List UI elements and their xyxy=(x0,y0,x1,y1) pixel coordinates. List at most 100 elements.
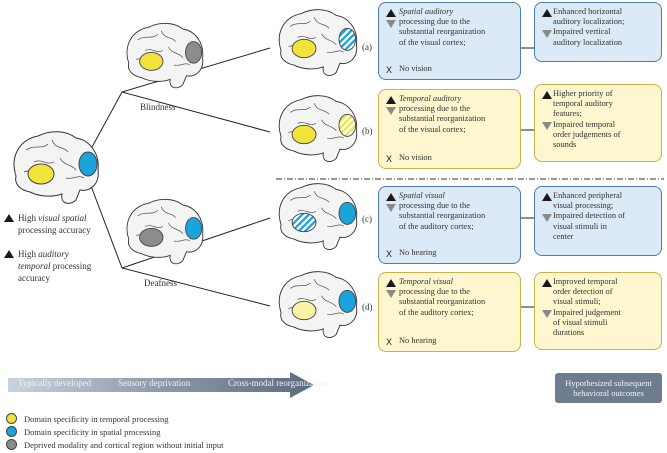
outcome-line: Higher priority of xyxy=(553,89,613,98)
brain-baseline xyxy=(13,131,99,204)
outcome-box-d: Improved temporal order detection of vis… xyxy=(534,272,662,350)
mechanism-line: substantial reorganization xyxy=(399,297,486,307)
triangle-up-icon xyxy=(542,91,552,99)
mechanism-line: of the visual cortex; xyxy=(399,124,466,134)
triangle-up-icon xyxy=(542,9,552,17)
mechanism-box-b: Temporal auditory processing due to the … xyxy=(378,89,521,169)
legend-label: Deprived modality and cortical region wi… xyxy=(24,439,224,450)
triangle-down-icon xyxy=(386,290,396,298)
deprivation-note: No vision xyxy=(399,64,432,73)
legend-spatial: Domain specificity in spatial processing xyxy=(6,426,160,437)
deprivation-note: No hearing xyxy=(399,336,437,345)
baseline-line5: accuracy xyxy=(18,273,50,283)
mechanism-title: Temporal visual xyxy=(399,277,453,286)
mechanism-line: of the visual cortex; xyxy=(399,37,466,47)
deafness-label: Deafness xyxy=(144,278,177,288)
mechanism-title: Temporal auditory xyxy=(399,94,462,103)
outcome-line: auditory localization xyxy=(553,37,623,47)
mechanism-line: substantial reorganization xyxy=(399,211,486,221)
legend-temporal: Domain specificity in temporal processin… xyxy=(6,413,168,424)
triangle-down-icon xyxy=(386,204,396,212)
outcome-line: Enhanced peripheral xyxy=(553,191,623,200)
baseline-line3-prefix: High xyxy=(18,249,39,259)
x-icon: X xyxy=(386,249,393,259)
triangle-up-icon xyxy=(386,193,396,201)
outcome-line: Impaired detection of xyxy=(553,211,626,221)
triangle-down-icon xyxy=(542,214,552,222)
baseline-description: High visual spatial processing accuracy … xyxy=(4,212,116,284)
x-icon: X xyxy=(386,337,393,347)
triangle-up-icon xyxy=(542,193,552,201)
baseline-line1-italic: visual spatial xyxy=(38,213,87,223)
mechanism-line: processing due to the xyxy=(399,201,470,211)
x-icon: X xyxy=(386,154,393,164)
outcome-line: Impaired temporal xyxy=(553,119,616,129)
mechanism-line: processing due to the xyxy=(399,17,470,27)
outcome-line: visual stimuli; xyxy=(553,297,601,307)
yellow-dot-icon xyxy=(6,413,17,424)
brain-a xyxy=(278,9,358,77)
triangle-down-icon xyxy=(542,122,552,130)
baseline-line2: processing accuracy xyxy=(18,225,91,235)
triangle-up-icon xyxy=(542,279,552,287)
outcome-line: Enhanced horizontal xyxy=(553,7,623,16)
brain-d xyxy=(278,271,358,339)
triangle-up-icon xyxy=(386,96,396,104)
triangle-up-icon xyxy=(386,279,396,287)
blue-dot-icon xyxy=(6,426,17,437)
triangle-down-icon xyxy=(386,20,396,28)
timeline-stage-deprivation: Sensory deprivation xyxy=(118,378,191,388)
outcome-line: center xyxy=(553,231,574,241)
outcome-line: of visual stimuli xyxy=(553,317,608,327)
triangle-down-icon xyxy=(542,310,552,318)
outcome-line: durations xyxy=(553,328,585,338)
triangle-up-icon xyxy=(4,214,14,222)
panel-label-d: (d) xyxy=(362,302,373,312)
panel-label-b: (b) xyxy=(362,126,373,136)
legend-label: Domain specificity in spatial processing xyxy=(24,426,161,437)
baseline-line4-italic: temporal xyxy=(18,261,51,271)
mechanism-line: substantial reorganization xyxy=(399,114,486,124)
blindness-label: Blindness xyxy=(140,102,176,112)
outcome-line: sounds xyxy=(553,140,577,150)
mechanism-line: of the auditory cortex; xyxy=(399,307,474,317)
outcome-box-b: Higher priority of temporal auditory fea… xyxy=(534,84,662,162)
x-icon: X xyxy=(386,65,393,75)
outcome-box-c: Enhanced peripheral visual processing; I… xyxy=(534,186,662,256)
brain-b xyxy=(278,95,358,163)
triangle-up-icon xyxy=(4,250,14,258)
triangle-down-icon xyxy=(542,30,552,38)
mechanism-box-d: Temporal visual processing due to the su… xyxy=(378,272,521,352)
triangle-up-icon xyxy=(386,9,396,17)
timeline-arrow xyxy=(8,372,314,398)
timeline-stage-reorganization: Cross-modal reorganization xyxy=(228,378,329,388)
outcome-header-box: Hypothesized subsequent behavioral outco… xyxy=(555,373,662,403)
legend-label: Domain specificity in temporal processin… xyxy=(24,413,169,424)
brain-c xyxy=(278,183,358,251)
outcome-line: temporal auditory xyxy=(553,99,613,109)
outcome-line: Impaired vertical xyxy=(553,27,611,37)
baseline-line3-italic: auditory xyxy=(38,249,69,259)
brain-blindness xyxy=(126,22,204,89)
gray-dot-icon xyxy=(6,439,17,450)
outcome-line: visual stimuli in xyxy=(553,221,607,231)
outcome-line: Improved temporal xyxy=(553,277,618,286)
outcome-line: visual processing; xyxy=(553,201,614,211)
baseline-line1-prefix: High xyxy=(18,213,39,223)
mechanism-line: processing due to the xyxy=(399,104,470,114)
deprivation-note: No vision xyxy=(399,153,432,162)
mechanism-box-c: Spatial visual processing due to the sub… xyxy=(378,186,521,264)
triangle-down-icon xyxy=(386,107,396,115)
outcome-line: auditory localization; xyxy=(553,17,625,27)
outcome-line: order detection of xyxy=(553,287,613,297)
legend-deprived: Deprived modality and cortical region wi… xyxy=(6,439,223,450)
mechanism-line: of the auditory cortex; xyxy=(399,221,474,231)
outcome-box-a: Enhanced horizontal auditory localizatio… xyxy=(534,2,662,62)
outcome-header-line1: Hypothesized subsequent xyxy=(565,378,652,388)
outcome-line: Impaired judgement xyxy=(553,307,621,317)
outcome-line: features; xyxy=(553,109,582,119)
mechanism-title: Spatial visual xyxy=(399,191,445,200)
panel-label-a: (a) xyxy=(362,42,372,52)
baseline-line4-suffix: processing xyxy=(50,261,92,271)
outcome-line: order judgements of xyxy=(553,129,621,139)
